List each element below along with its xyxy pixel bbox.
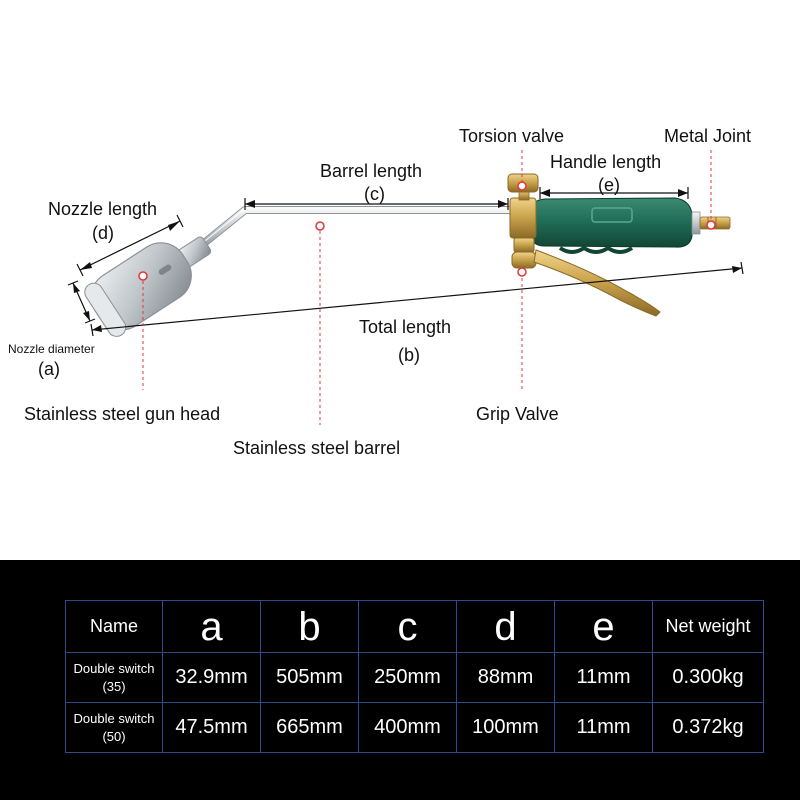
valve-body bbox=[507, 173, 539, 269]
table-row: Double switch (35) 32.9mm 505mm 250mm 88… bbox=[65, 652, 764, 703]
row-name: Double switch bbox=[73, 660, 155, 676]
table-cell: 250mm bbox=[358, 652, 457, 703]
header-cell: d bbox=[456, 600, 555, 653]
spec-table: Name a b c d e Net weight Double switch … bbox=[65, 600, 764, 753]
spec-panel: Name a b c d e Net weight Double switch … bbox=[0, 560, 800, 800]
grip-valve-label: Grip Valve bbox=[476, 404, 559, 424]
row-name-cell: Double switch (35) bbox=[65, 652, 163, 703]
total-length-label: Total length bbox=[359, 317, 452, 337]
row-size: (35) bbox=[102, 678, 126, 694]
nozzle-length-code: (d) bbox=[92, 223, 114, 243]
nozzle-length-label: Nozzle length bbox=[48, 199, 158, 219]
table-cell: 100mm bbox=[456, 702, 555, 753]
table-cell: 32.9mm bbox=[162, 652, 261, 703]
torch-dimension-diagram: Nozzle length (d) Barrel length (c) Tors… bbox=[8, 126, 752, 458]
torsion-valve-label: Torsion valve bbox=[459, 126, 565, 146]
row-name-cell: Double switch (50) bbox=[65, 702, 163, 753]
table-cell: 11mm bbox=[554, 652, 653, 703]
nozzle-diameter-label: Nozzle diameter bbox=[8, 342, 95, 356]
callout-leaders bbox=[142, 150, 712, 425]
table-cell: 665mm bbox=[260, 702, 359, 753]
table-row: Double switch (50) 47.5mm 665mm 400mm 10… bbox=[65, 702, 764, 753]
barrel-length-label: Barrel length bbox=[320, 161, 423, 181]
header-cell: c bbox=[358, 600, 457, 653]
arrowheads bbox=[73, 189, 742, 332]
table-cell: 505mm bbox=[260, 652, 359, 703]
header-cell: a bbox=[162, 600, 261, 653]
torch-illustration bbox=[67, 150, 744, 425]
header-cell: Name bbox=[65, 600, 163, 653]
table-header-row: Name a b c d e Net weight bbox=[65, 600, 764, 653]
header-cell: b bbox=[260, 600, 359, 653]
grip-lever bbox=[533, 249, 661, 317]
table-cell: 47.5mm bbox=[162, 702, 261, 753]
handle bbox=[531, 197, 731, 254]
barrel-tube bbox=[194, 206, 519, 252]
gun-head-label: Stainless steel gun head bbox=[24, 404, 221, 424]
table-cell: 0.300kg bbox=[652, 652, 764, 703]
header-cell: Net weight bbox=[652, 600, 764, 653]
row-size: (50) bbox=[102, 728, 126, 744]
table-cell: 400mm bbox=[358, 702, 457, 753]
handle-length-code: (e) bbox=[598, 175, 620, 195]
barrel-length-code: (c) bbox=[364, 184, 385, 204]
table-cell: 88mm bbox=[456, 652, 555, 703]
nozzle-diameter-code: (a) bbox=[38, 359, 60, 379]
gun-head bbox=[84, 236, 212, 337]
row-name: Double switch bbox=[73, 710, 155, 726]
barrel-label: Stainless steel barrel bbox=[233, 438, 401, 458]
header-cell: e bbox=[554, 600, 653, 653]
handle-length-label: Handle length bbox=[550, 152, 662, 172]
table-cell: 0.372kg bbox=[652, 702, 764, 753]
table-cell: 11mm bbox=[554, 702, 653, 753]
total-length-code: (b) bbox=[398, 345, 420, 365]
callout-markers bbox=[138, 181, 716, 281]
metal-joint-label: Metal Joint bbox=[664, 126, 752, 146]
